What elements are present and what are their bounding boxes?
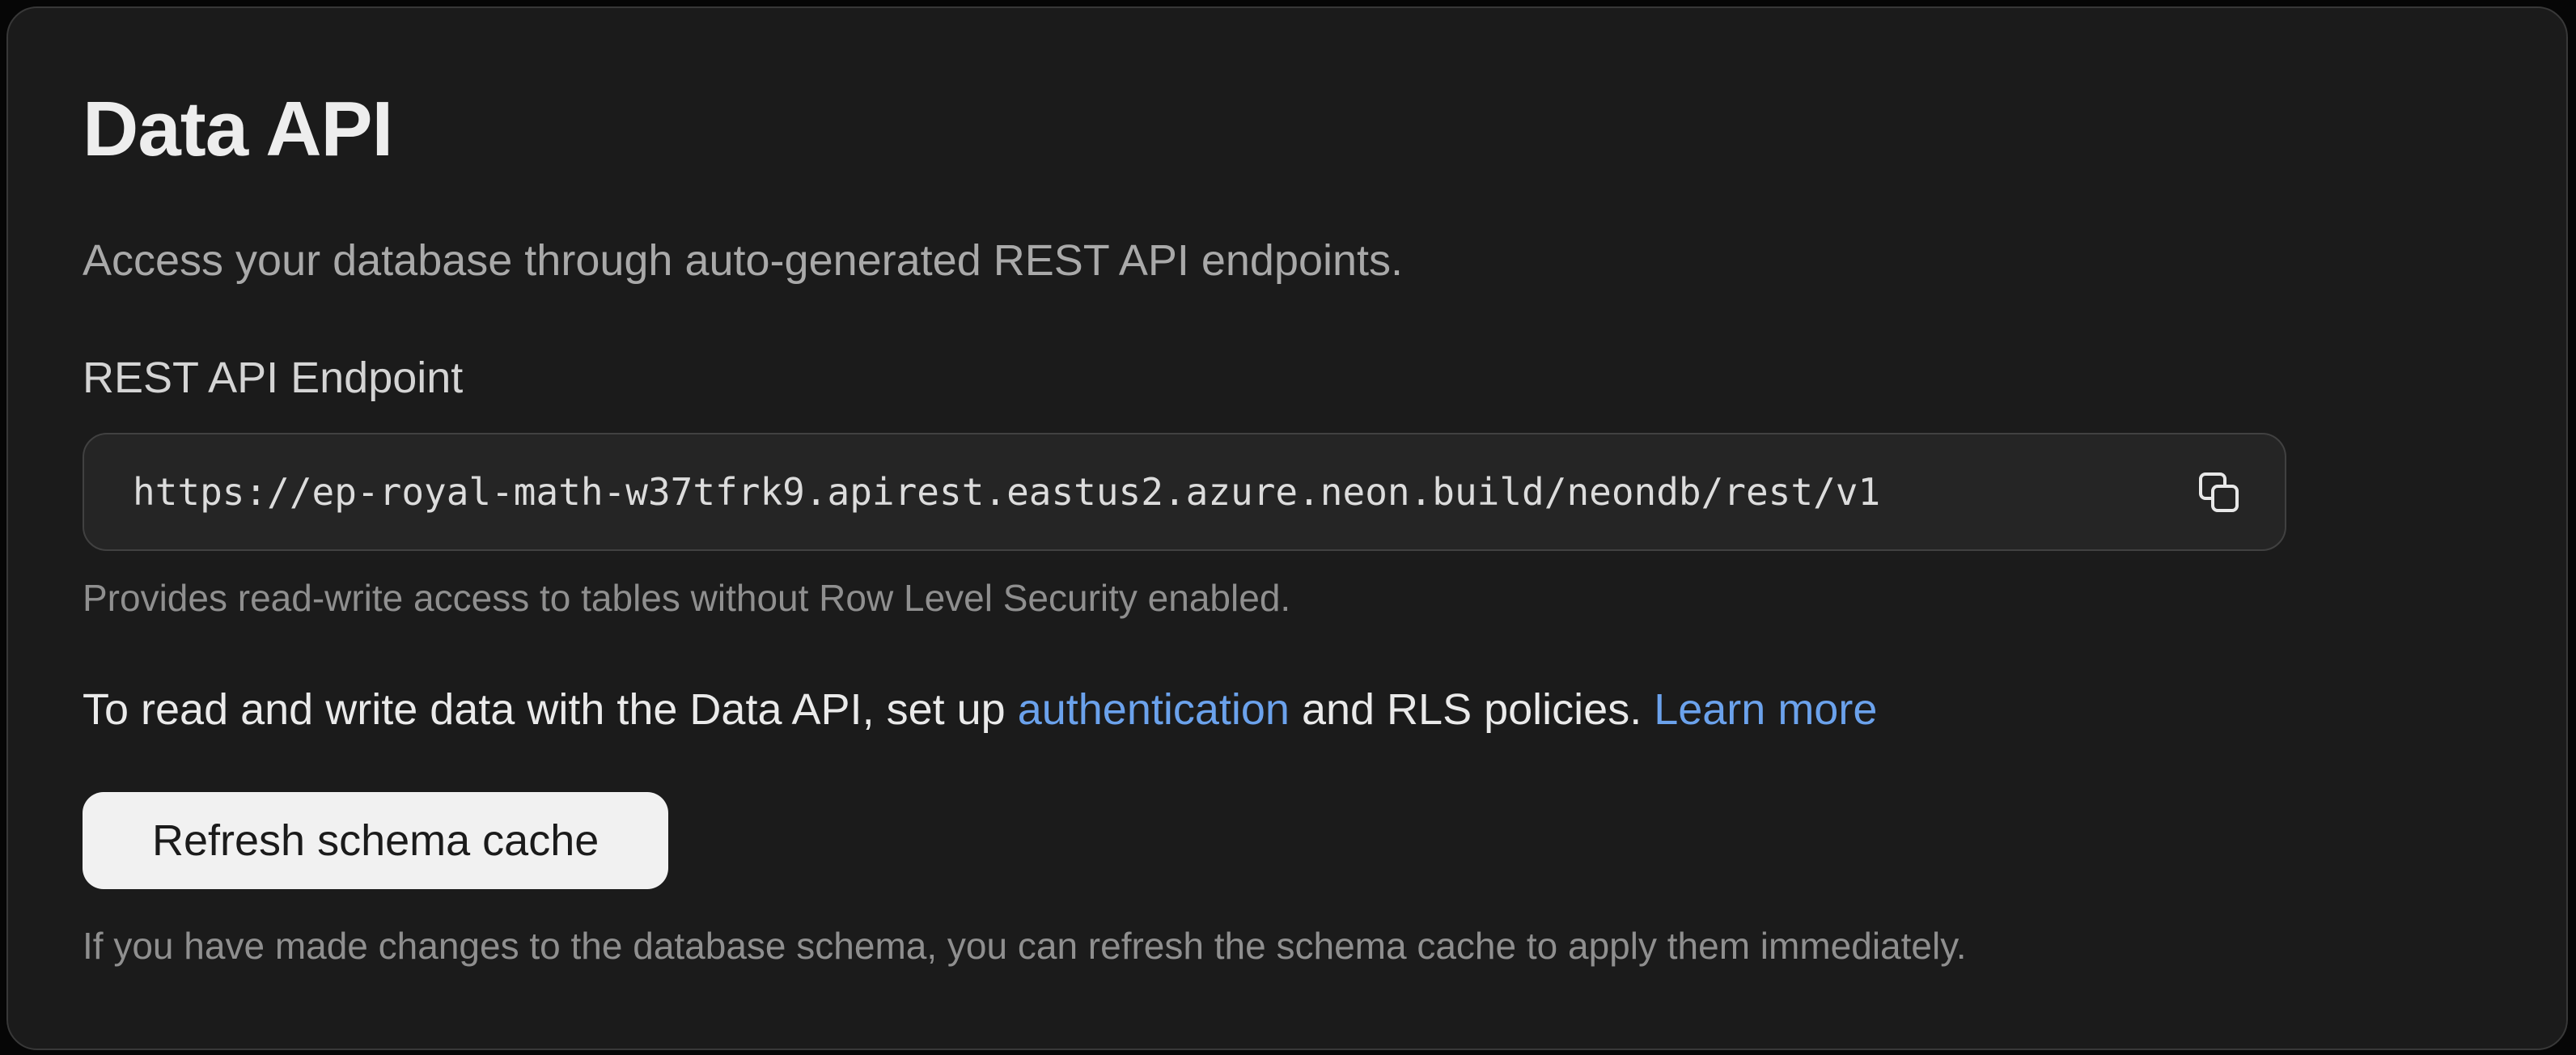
data-api-panel: Data API Access your database through au… [6,6,2568,1050]
page-title: Data API [83,86,393,172]
panel-description: Access your database through auto-genera… [83,236,1404,285]
rls-note-text-before: To read and write data with the Data API… [83,685,1018,734]
endpoint-field[interactable]: https://ep-royal-math-w37tfrk9.apirest.e… [83,433,2286,551]
refresh-schema-cache-button[interactable]: Refresh schema cache [83,792,669,889]
authentication-link[interactable]: authentication [1017,685,1290,734]
endpoint-label: REST API Endpoint [83,354,464,402]
copy-icon [2197,470,2240,514]
refresh-helper-text: If you have made changes to the database… [83,925,1967,967]
endpoint-url: https://ep-royal-math-w37tfrk9.apirest.e… [133,470,1881,514]
learn-more-link[interactable]: Learn more [1654,685,1878,734]
copy-button[interactable] [2194,468,2243,516]
rls-note: To read and write data with the Data API… [83,681,2492,738]
endpoint-helper-text: Provides read-write access to tables wit… [83,577,1291,619]
rls-note-text-middle: and RLS policies. [1289,685,1654,734]
